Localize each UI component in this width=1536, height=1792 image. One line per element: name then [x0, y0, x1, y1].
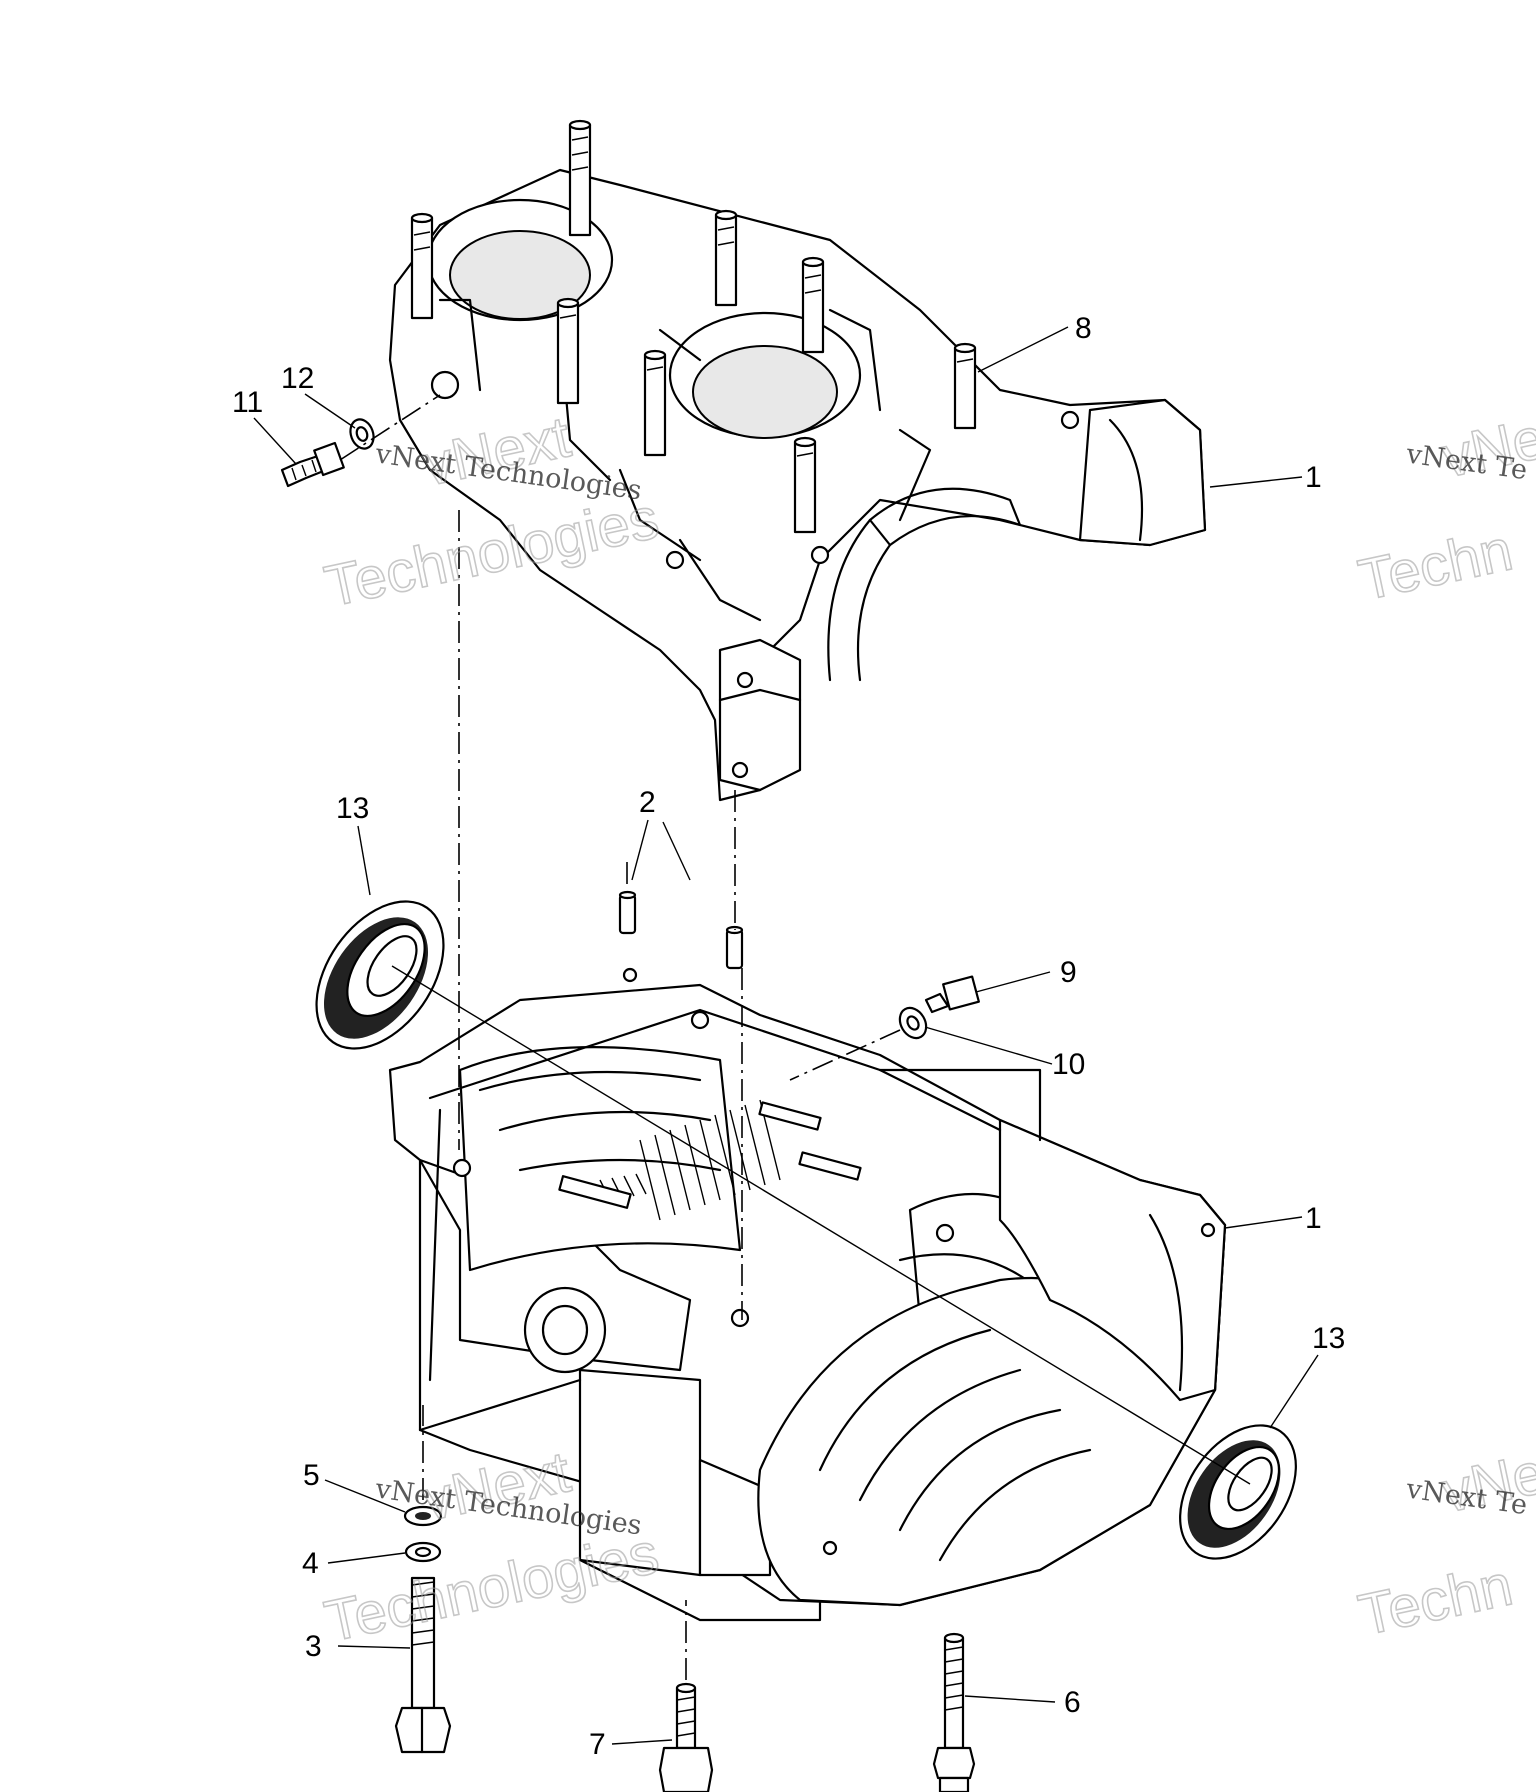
callout-8: 8: [1075, 312, 1092, 345]
washer-part-5: [403, 1505, 443, 1527]
callout-11: 11: [232, 386, 263, 419]
bolt-part-7: [658, 1682, 714, 1792]
stud-bolt-part-6: [932, 1632, 976, 1792]
callout-labels: 1 1 2 3 4 5 6 7 8 9 10 11 12 13 13: [232, 312, 1345, 1761]
callout-7: 7: [589, 1728, 606, 1761]
bolt-part-9: [924, 975, 980, 1014]
washer-part-12: [349, 418, 375, 450]
plug-bolt-part-11: [280, 441, 345, 488]
callout-4: 4: [302, 1547, 319, 1580]
upper-crankcase: [388, 119, 1207, 802]
callout-13-left: 13: [336, 792, 369, 825]
watermark-cut-line2: Techn: [1353, 517, 1518, 613]
callout-13-right: 13: [1312, 1322, 1345, 1355]
callout-1-upper: 1: [1305, 461, 1322, 494]
washer-part-4: [404, 1541, 442, 1563]
lower-crankcase: [388, 967, 1227, 1622]
bolt-part-3: [394, 1576, 452, 1754]
watermark-top-right: vNe Techn vNext Te: [1352, 405, 1536, 614]
callout-10: 10: [1052, 1048, 1085, 1081]
dowel-pin-part-2: [618, 890, 744, 970]
washer-part-10: [898, 1006, 928, 1040]
callout-9: 9: [1060, 956, 1077, 989]
callout-12: 12: [281, 362, 314, 395]
callout-5: 5: [303, 1459, 320, 1492]
cylinder-studs: [410, 119, 977, 534]
watermark-bottom-right: vNe Techn vNext Te: [1352, 1440, 1536, 1649]
watermark-cut-line2: Techn: [1353, 1552, 1518, 1648]
callout-1-lower: 1: [1305, 1202, 1322, 1235]
callout-3: 3: [305, 1630, 322, 1663]
callout-2: 2: [639, 786, 656, 819]
oil-seal-part-13-left: [315, 900, 445, 1050]
callout-6: 6: [1064, 1686, 1081, 1719]
watermark-line2: Technologies: [319, 1521, 664, 1655]
leader-lines: [253, 326, 1319, 1745]
